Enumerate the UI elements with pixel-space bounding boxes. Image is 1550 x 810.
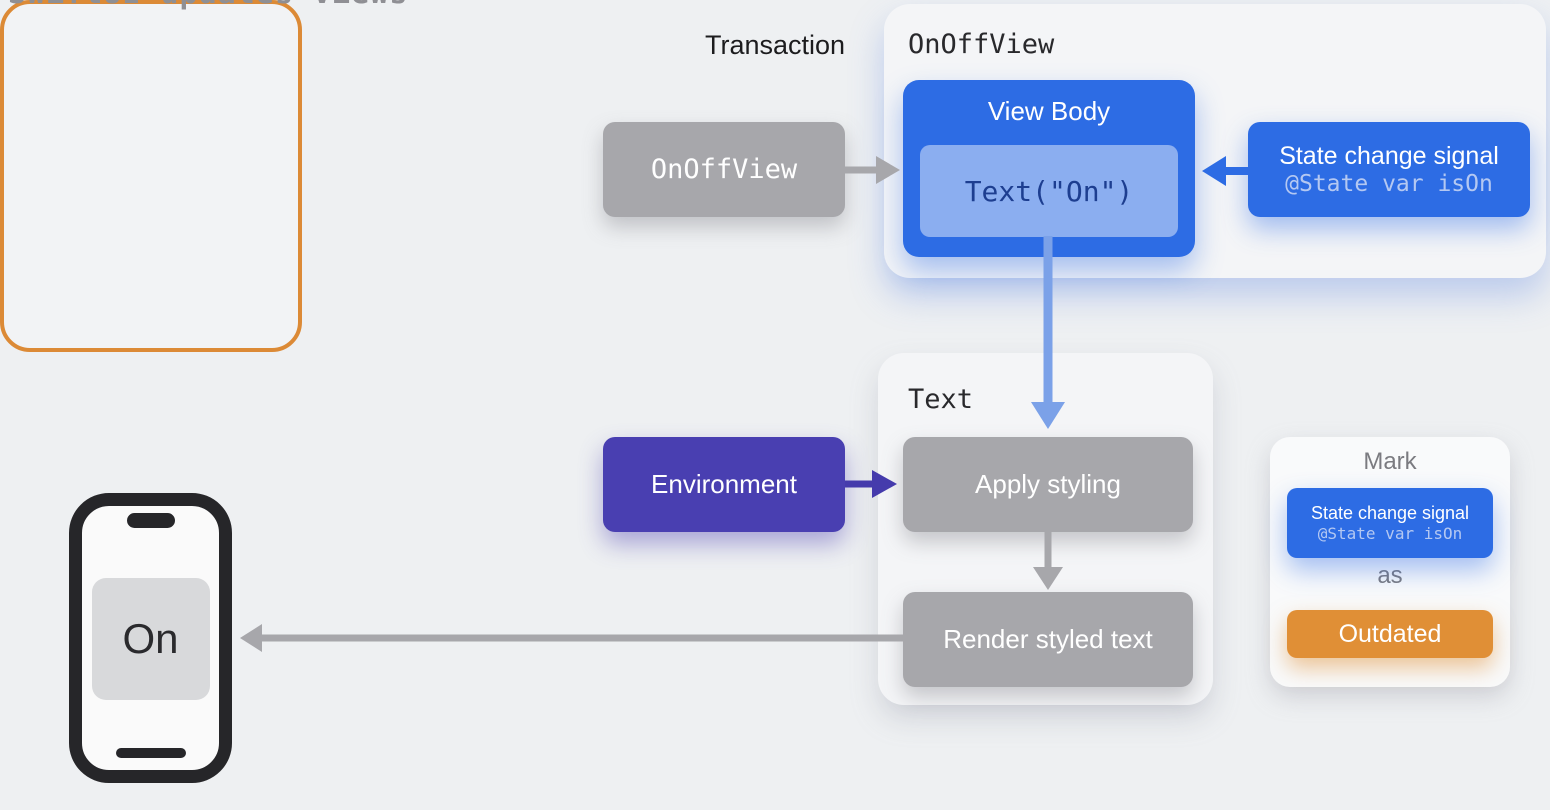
phone-screen-label: On — [91, 578, 210, 700]
onoffview-source-node: OnOffView — [603, 122, 845, 217]
environment-node: Environment — [603, 437, 845, 532]
transaction-signal-title: State change signal — [1310, 502, 1470, 523]
render-styled-text-node: Render styled text — [903, 592, 1193, 687]
transaction-mark-label: Mark — [1363, 448, 1417, 475]
transaction-signal-code: @State var isOn — [1317, 524, 1463, 544]
view-body-title: View Body — [987, 96, 1111, 126]
transaction-as-label: as — [1377, 562, 1403, 589]
state-change-signal-node: State change signal @State var isOn — [1248, 122, 1530, 217]
phone-home-indicator — [115, 748, 186, 758]
view-body-node: View Body Text("On") — [903, 80, 1195, 257]
page-caption: SwiftUI updates views — [8, 0, 408, 11]
onoffview-card-title: OnOffView — [908, 29, 1055, 60]
apply-styling-node: Apply styling — [903, 437, 1193, 532]
transaction-state-signal-node: State change signal @State var isOn — [1287, 488, 1493, 558]
state-signal-code: @State var isOn — [1285, 170, 1493, 197]
text-card-title: Text — [908, 384, 974, 415]
state-signal-title: State change signal — [1279, 141, 1499, 170]
transaction-card: Transaction — [0, 0, 845, 352]
phone-frame: On — [69, 493, 232, 783]
arrow-render-to-phone-icon — [240, 624, 903, 652]
phone-dynamic-island — [126, 513, 175, 528]
view-body-code-chip: Text("On") — [920, 145, 1178, 237]
transaction-outdated-node: Outdated — [1287, 610, 1493, 658]
transaction-card-title: Transaction — [704, 30, 846, 60]
